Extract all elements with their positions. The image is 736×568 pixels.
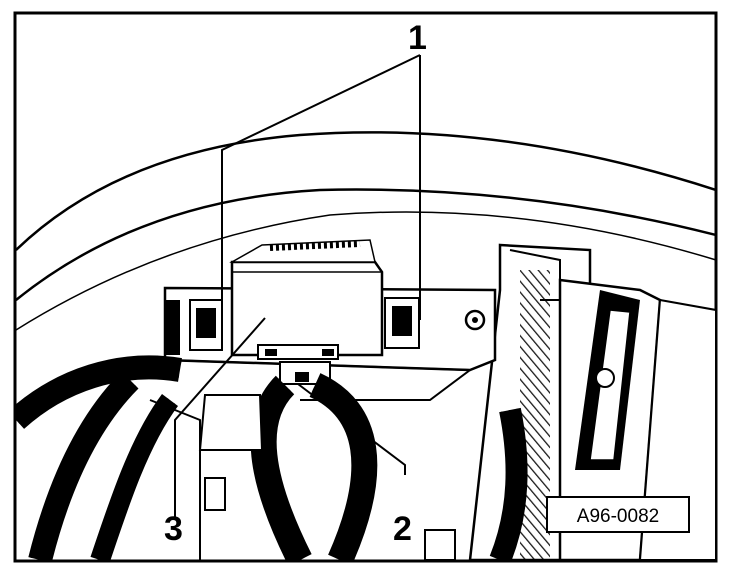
panel-arc-edge xyxy=(16,211,715,331)
panel-arc-outer xyxy=(16,131,715,251)
leader-lines xyxy=(174,54,421,520)
callout-1: 1 xyxy=(408,19,427,57)
panel-arc-inner xyxy=(16,188,715,301)
lower-panels xyxy=(149,394,456,560)
reference-code-box: A96-0082 xyxy=(546,496,690,533)
connector xyxy=(279,361,331,385)
pillar-structure xyxy=(468,243,715,560)
callout-3: 3 xyxy=(164,510,183,548)
wiring-harness xyxy=(16,355,528,560)
callout-2: 2 xyxy=(393,510,412,548)
drawing xyxy=(16,131,715,560)
control-unit xyxy=(229,239,384,360)
nut-icon xyxy=(595,368,615,388)
reference-code: A96-0082 xyxy=(577,506,659,527)
